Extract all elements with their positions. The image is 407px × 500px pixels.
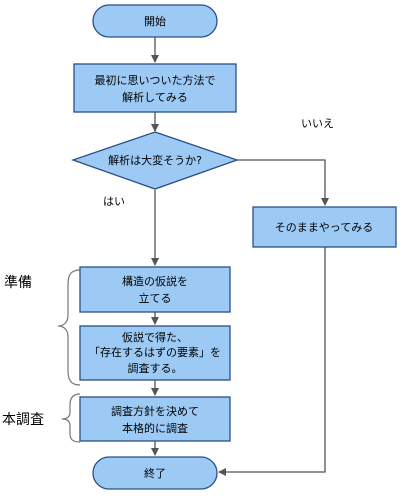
node-main-investigation-line-2: 本格的に調査 — [122, 421, 188, 435]
node-first-analysis-line-1: 最初に思いついた方法で — [95, 73, 216, 87]
edge-label-no: いいえ — [301, 117, 334, 130]
node-main-investigation: 調査方針を決めて 本格的に調査 — [79, 396, 231, 442]
edges — [151, 37, 329, 476]
edge-decision-no — [237, 159, 329, 206]
node-start: 開始 — [92, 4, 218, 38]
node-investigate-line-2: 「存在するはずの要素」を — [89, 345, 221, 359]
phase-braces — [57, 269, 81, 443]
node-investigate-line-3: 調査する。 — [128, 361, 183, 375]
node-investigate-line-1: 仮説で得た、 — [122, 330, 188, 344]
node-first-analysis: 最初に思いついた方法で 解析してみる — [73, 63, 237, 113]
node-just-try-label: そのままやってみる — [275, 221, 373, 234]
edge-justtry-to-end — [218, 247, 326, 476]
phase-label-main: 本調査 — [2, 412, 44, 428]
node-first-analysis-line-2: 解析してみる — [122, 90, 188, 104]
node-start-label: 開始 — [144, 14, 166, 28]
node-decision-label: 解析は大変そうか? — [108, 153, 202, 167]
node-investigate: 仮説で得た、 「存在するはずの要素」を 調査する。 — [79, 325, 231, 381]
node-decision: 解析は大変そうか? — [71, 131, 239, 190]
node-just-try: そのままやってみる — [252, 206, 397, 248]
node-hypothesis-line-1: 構造の仮説を — [122, 274, 188, 288]
node-end-label: 終了 — [144, 466, 166, 480]
brace-preparation — [57, 269, 81, 386]
node-hypothesis: 構造の仮説を 立てる — [79, 266, 231, 313]
node-hypothesis-line-2: 立てる — [139, 291, 172, 305]
brace-main-investigation — [61, 393, 81, 443]
node-end: 終了 — [92, 456, 218, 490]
node-main-investigation-line-1: 調査方針を決めて — [111, 404, 199, 418]
phase-label-preparation: 準備 — [4, 275, 32, 291]
edge-label-yes: はい — [103, 195, 125, 208]
